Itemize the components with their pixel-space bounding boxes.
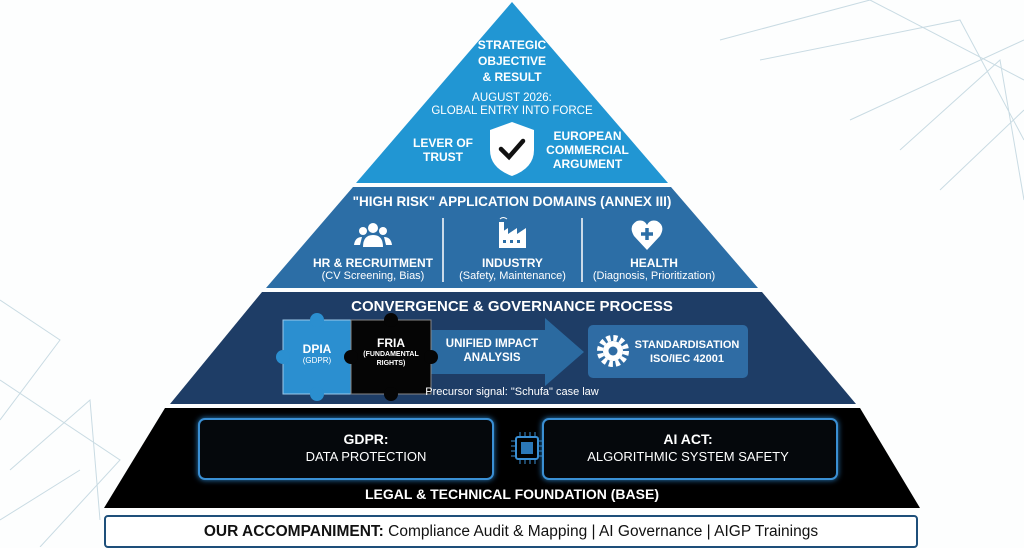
title-line: OBJECTIVE [477,54,546,68]
gdpr-box [198,418,494,480]
fria-title: FRIA [377,336,405,350]
gdpr-text: GDPR: DATA PROTECTION [260,431,472,464]
dpia-label: DPIA (GDPR) [285,342,349,365]
unified-impact-analysis: UNIFIED IMPACT ANALYSIS [432,337,552,365]
factory-icon [499,217,526,248]
people-icon [354,223,392,247]
european-commercial-argument: EUROPEAN COMMERCIAL ARGUMENT [540,129,635,171]
text-line: ISO/IEC 42001 [650,353,724,365]
text-line: UNIFIED IMPACT [445,338,539,350]
date-line: AUGUST 2026: [472,92,552,104]
domain-industry: INDUSTRY (Safety, Maintenance) [445,256,580,282]
strategic-objective-title: STRATEGIC OBJECTIVE & RESULT [440,37,584,85]
base-label: LEGAL & TECHNICAL FOUNDATION (BASE) [365,486,659,502]
fria-sub: (FUNDAMENTAL [363,351,419,358]
arrow-shape [425,318,584,386]
entry-into-force-date: AUGUST 2026: GLOBAL ENTRY INTO FORCE [412,92,612,118]
standardisation-label: STANDARDISATION ISO/IEC 42001 [628,338,746,366]
domain-label: INDUSTRY [482,256,543,270]
text-line: TRUST [423,150,463,164]
gdpr-title: GDPR: [343,431,389,447]
dpia-sub: (GDPR) [302,356,332,365]
heart-plus-icon [631,220,663,250]
dpia-piece [282,319,352,395]
domain-health: HEALTH (Diagnosis, Prioritization) [584,256,724,282]
ai-act-text: AI ACT: ALGORITHMIC SYSTEM SAFETY [560,431,816,464]
fria-sub: RIGHTS) [376,360,406,367]
standardisation-box [588,325,748,378]
domain-label: HR & RECRUITMENT [313,256,433,270]
accompaniment-lead: OUR ACCOMPANIMENT: [203,523,384,540]
domain-sub: (Diagnosis, Prioritization) [592,270,716,282]
text-line: COMMERCIAL [546,143,629,157]
title-line: STRATEGIC [477,38,547,52]
ai-act-title: AI ACT: [663,431,713,447]
date-line: GLOBAL ENTRY INTO FORCE [431,105,593,117]
domain-hr: HR & RECRUITMENT (CV Screening, Bias) [303,256,443,282]
tier-top [356,2,668,183]
accompaniment-services: Compliance Audit & Mapping | AI Governan… [383,523,819,540]
gdpr-sub: DATA PROTECTION [305,449,427,464]
high-risk-title: "HIGH RISK" APPLICATION DOMAINS (ANNEX I… [352,194,672,209]
domain-sub: (Safety, Maintenance) [459,270,566,282]
domain-sub: (CV Screening, Bias) [321,270,425,282]
convergence-title: CONVERGENCE & GOVERNANCE PROCESS [351,298,673,315]
shield-check-icon [490,122,534,176]
accompaniment-banner: OUR ACCOMPANIMENT: Compliance Audit & Ma… [104,515,918,548]
text-line: STANDARDISATION [634,339,740,351]
precursor-note: Precursor signal: "Schufa" case law [425,386,599,398]
title-line: & RESULT [482,70,542,84]
gear-icon [597,335,629,367]
text-line: LEVER OF [412,136,473,150]
lever-of-trust: LEVER OF TRUST [403,136,483,164]
fria-piece [350,319,432,395]
text-line: ANALYSIS [463,352,521,364]
domain-label: HEALTH [630,256,678,270]
dpia-title: DPIA [302,342,332,356]
chip-icon [511,432,543,464]
ai-act-box [542,418,838,480]
text-line: ARGUMENT [552,157,623,171]
text-line: EUROPEAN [553,129,622,143]
fria-label: FRIA (FUNDAMENTAL RIGHTS) [352,336,430,368]
ai-act-sub: ALGORITHMIC SYSTEM SAFETY [587,449,789,464]
